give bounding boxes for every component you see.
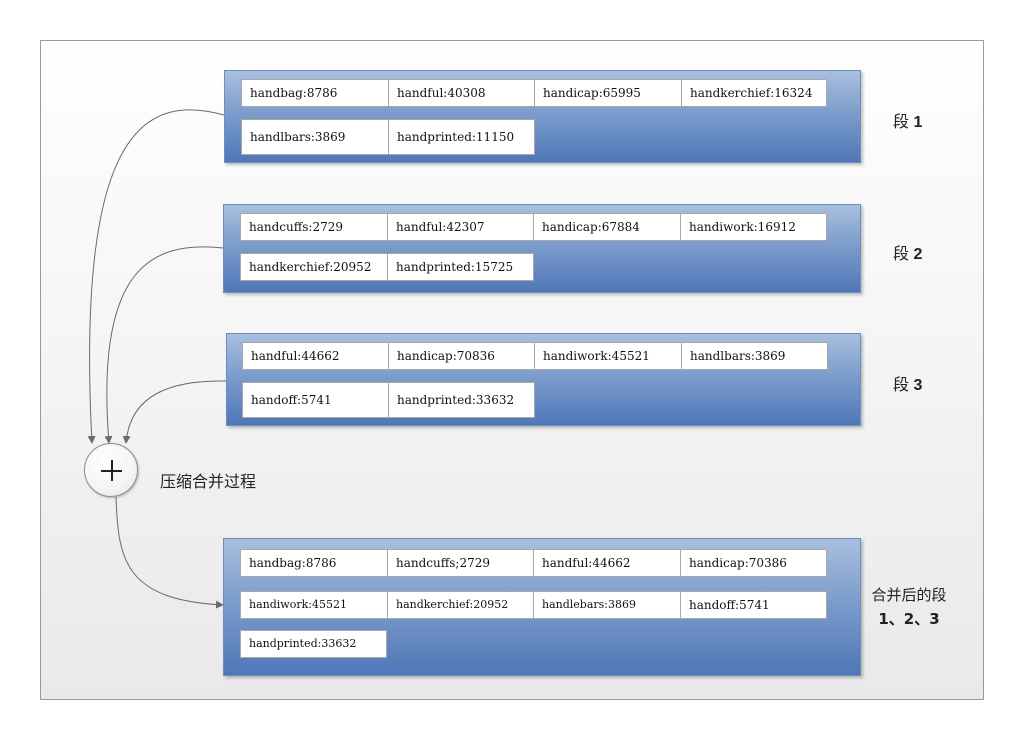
plus-icon [84, 443, 138, 497]
merged-cell: handcuffs;2729 [387, 549, 534, 577]
merged-cell: handiwork:45521 [240, 591, 388, 619]
merged-cell: handprinted:33632 [240, 630, 387, 658]
arrow-merge-to-result [115, 496, 224, 609]
segment-3-cell: handicap:70836 [388, 342, 535, 370]
merged-label-line-1: 合并后的段 [871, 586, 947, 604]
segment-3-cell: handlbars:3869 [681, 342, 828, 370]
segment-1-cell: handlbars:3869 [241, 119, 389, 155]
segment-2-cell: handcuffs:2729 [240, 213, 388, 241]
segment-1-cell: handbag:8786 [241, 79, 389, 107]
segment-label-number: 1 [913, 114, 923, 131]
merged-segment-label: 合并后的段 1、2、3 [862, 583, 956, 631]
segment-2-cell: handprinted:15725 [387, 253, 534, 281]
merged-cell: handkerchief:20952 [387, 591, 534, 619]
arrow-segment-2-to-merge [104, 246, 224, 444]
segment-3-cell: handprinted:33632 [388, 382, 535, 418]
segment-label-number: 2 [913, 246, 923, 263]
segment-3-cell: handiwork:45521 [534, 342, 682, 370]
segment-2-cell: handiwork:16912 [680, 213, 827, 241]
segment-2: handcuffs:2729 handful:42307 handicap:67… [223, 204, 861, 293]
merged-cell: handlebars:3869 [533, 591, 681, 619]
merged-cell: handicap:70386 [680, 549, 827, 577]
merged-cell: handbag:8786 [240, 549, 388, 577]
segment-label-prefix: 段 [893, 246, 910, 263]
segment-label-prefix: 段 [893, 114, 910, 131]
segment-2-cell: handful:42307 [387, 213, 534, 241]
segment-3-label: 段 3 [893, 371, 922, 395]
merged-cell: handful:44662 [533, 549, 681, 577]
segment-1-label: 段 1 [893, 108, 922, 132]
arrow-segment-1-to-merge [87, 109, 225, 444]
segment-3-cell: handoff:5741 [242, 382, 389, 418]
merged-cell: handoff:5741 [680, 591, 827, 619]
merged-label-line-2: 1、2、3 [878, 610, 940, 628]
segment-label-number: 3 [913, 377, 923, 394]
segment-2-cell: handkerchief:20952 [240, 253, 388, 281]
segment-1-cell: handprinted:11150 [388, 119, 535, 155]
merged-segment: handbag:8786 handcuffs;2729 handful:4466… [223, 538, 861, 676]
segment-3: handful:44662 handicap:70836 handiwork:4… [226, 333, 861, 426]
segment-2-cell: handicap:67884 [533, 213, 681, 241]
arrow-segment-3-to-merge [122, 380, 227, 444]
segment-1: handbag:8786 handful:40308 handicap:6599… [224, 70, 861, 163]
segment-2-label: 段 2 [893, 240, 922, 264]
segment-1-cell: handkerchief:16324 [681, 79, 827, 107]
segment-1-cell: handicap:65995 [534, 79, 682, 107]
segment-3-cell: handful:44662 [242, 342, 389, 370]
segment-1-cell: handful:40308 [388, 79, 535, 107]
segment-label-prefix: 段 [893, 377, 910, 394]
process-label: 压缩合并过程 [160, 472, 257, 491]
